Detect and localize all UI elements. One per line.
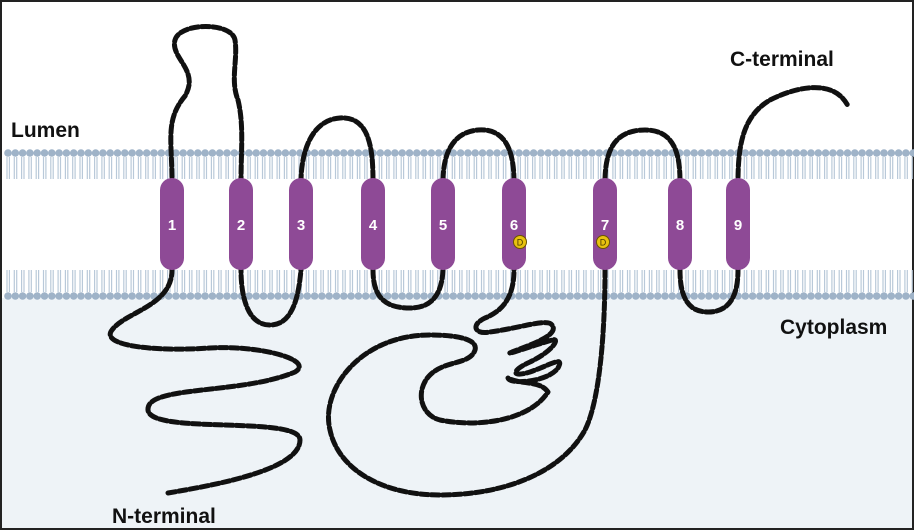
tm-segment-label: 6 (510, 217, 518, 234)
tm-segment-label: 7 (601, 217, 609, 234)
tm-segment-3: 3 (289, 178, 313, 270)
tm-segment-label: 9 (734, 217, 742, 234)
tm-segment-label: 4 (369, 217, 378, 234)
c-terminal-label: C-terminal (730, 48, 834, 71)
tm-segment-7: 7 (593, 178, 617, 270)
tm-segment-5: 5 (431, 178, 455, 270)
cytoplasm-label: Cytoplasm (780, 316, 887, 339)
tm-segment-4: 4 (361, 178, 385, 270)
aspartate-marker-6: D (514, 236, 527, 249)
aspartate-marker-7-label: D (600, 238, 607, 248)
tm-segment-label: 1 (168, 217, 176, 234)
tm-segment-9: 9 (726, 178, 750, 270)
tm-segment-8: 8 (668, 178, 692, 270)
aspartate-marker-6-label: D (517, 238, 524, 248)
lumen-label: Lumen (11, 119, 80, 142)
tm-segment-1: 1 (160, 178, 184, 270)
tm-segment-6: 6 (502, 178, 526, 270)
tm-segment-label: 3 (297, 217, 305, 234)
tm-segment-label: 5 (439, 217, 447, 234)
aspartate-marker-7: D (597, 236, 610, 249)
tm-segment-label: 2 (237, 217, 245, 234)
tm-segment-label: 8 (676, 217, 684, 234)
tm-segment-2: 2 (229, 178, 253, 270)
n-terminal-label: N-terminal (112, 505, 216, 528)
